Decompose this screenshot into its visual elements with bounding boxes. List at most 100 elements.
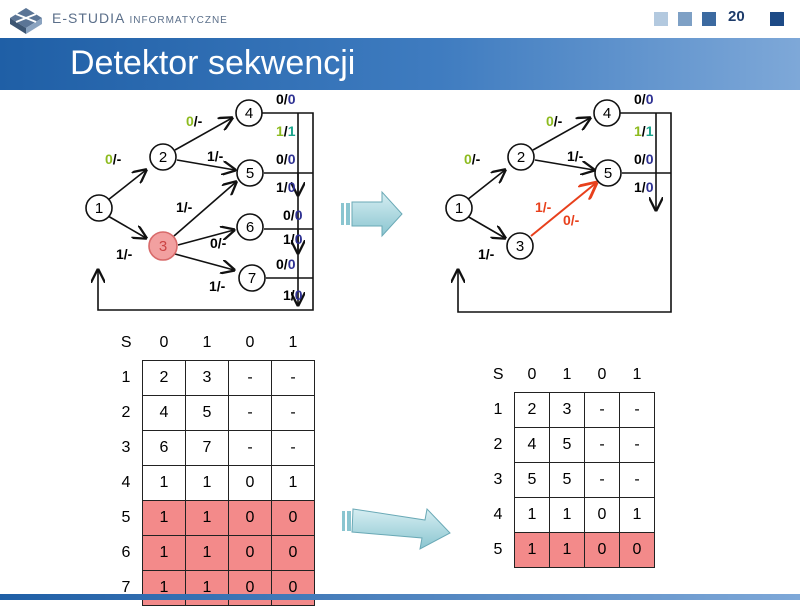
r-edge-2-4 — [532, 118, 590, 151]
r-node-3-label: 3 — [516, 238, 524, 255]
row-label: 4 — [121, 474, 131, 491]
table-cell: 4 — [514, 427, 550, 463]
transform-arrow-bottom-icon — [342, 507, 451, 550]
row-label: 7 — [121, 579, 131, 596]
table-cell: 1 — [619, 497, 655, 533]
label-out-6a: 0/0 — [283, 207, 303, 223]
node-6 — [236, 213, 264, 241]
table-row: 3 6 7 - - — [110, 430, 315, 466]
r-label-3-5-a: 1/- — [535, 199, 552, 215]
r-label-1-3: 1/- — [478, 246, 495, 262]
table-row-highlighted: 6 1 1 0 0 — [110, 535, 315, 571]
table-cell: 0 — [228, 500, 272, 536]
node-2 — [149, 143, 177, 171]
r-edge-3-5-new — [530, 183, 596, 237]
table-cell: - — [584, 462, 620, 498]
label-out-7b: 1/0 — [283, 287, 303, 303]
row-label: 3 — [493, 471, 503, 488]
table-row: 4 1 1 0 1 — [482, 497, 655, 533]
table-header-row: S 0 1 0 1 — [110, 326, 315, 361]
label-3-7: 1/- — [209, 278, 226, 294]
table-cell: - — [619, 392, 655, 428]
page-number: 20 — [728, 8, 745, 25]
table-cell: - — [228, 395, 272, 431]
label-out-7a: 0/0 — [276, 256, 296, 272]
r-edge-1-3 — [466, 215, 505, 238]
edge-1-3 — [107, 215, 146, 238]
title-bar — [0, 38, 800, 90]
table-cell: 4 — [142, 395, 186, 431]
header-cell: 1 — [562, 366, 572, 383]
table-cell: 2 — [514, 392, 550, 428]
table-cell: 1 — [142, 535, 186, 571]
node-7 — [238, 264, 266, 292]
header-cell: 1 — [288, 334, 298, 351]
node-4-label: 4 — [245, 105, 253, 122]
table-cell: 0 — [271, 535, 315, 571]
table-cell: - — [619, 462, 655, 498]
table-cell: 0 — [228, 465, 272, 501]
table-cell: 1 — [514, 497, 550, 533]
label-3-6: 0/- — [210, 235, 227, 251]
label-3-5: 1/- — [176, 199, 193, 215]
label-out-4b: 1/1 — [276, 123, 296, 139]
row-label: 5 — [121, 509, 131, 526]
table-header-row: S 0 1 0 1 — [482, 358, 655, 393]
r-label-out-5b: 1/0 — [634, 179, 654, 195]
node-1 — [85, 194, 113, 222]
edge-3-6 — [177, 230, 234, 246]
table-row: 3 5 5 - - — [482, 462, 655, 498]
node-1-label: 1 — [95, 200, 103, 217]
row-label: 3 — [121, 439, 131, 456]
header-cell: 0 — [597, 366, 607, 383]
table-row: 2 4 5 - - — [482, 427, 655, 463]
square-1 — [654, 12, 668, 26]
table-cell: 1 — [549, 532, 585, 568]
edge-2-4 — [174, 118, 232, 151]
node-4 — [235, 99, 263, 127]
r-node-4-label: 4 — [603, 105, 611, 122]
table-cell: - — [584, 427, 620, 463]
table-cell: 5 — [185, 395, 229, 431]
r-edge-1-2 — [466, 170, 505, 201]
transform-arrow-top-icon — [341, 190, 403, 238]
r-label-2-5: 1/- — [567, 148, 584, 164]
edge-3-5 — [173, 182, 236, 237]
square-4 — [770, 12, 784, 26]
edge-1-2 — [107, 170, 146, 201]
label-out-6b: 1/0 — [283, 231, 303, 247]
r-label-out-4b: 1/1 — [634, 123, 654, 139]
table-cell: 1 — [549, 497, 585, 533]
table-cell: 0 — [271, 570, 315, 606]
header-cell: 0 — [159, 334, 169, 351]
label-1-3: 1/- — [116, 246, 133, 262]
table-cell: 1 — [185, 570, 229, 606]
table-cell: - — [228, 360, 272, 396]
left-diagram-labels: 0/- 1/- 0/- 1/- 1/- 0/- 1/- 0/0 1/1 0/0 … — [105, 91, 303, 303]
left-diagram — [98, 112, 314, 311]
label-2-4: 0/- — [186, 113, 203, 129]
row-label: 5 — [493, 541, 503, 558]
top-header: E-STUDIA INFORMATYCZNE 20 — [0, 0, 800, 38]
row-label: 6 — [121, 544, 131, 561]
square-2 — [678, 12, 692, 26]
table-cell: 1 — [185, 465, 229, 501]
table-row: 1 2 3 - - — [110, 360, 315, 396]
row-label: 2 — [121, 404, 131, 421]
row-label: 2 — [493, 436, 503, 453]
table-cell: - — [271, 360, 315, 396]
table-cell: 1 — [185, 500, 229, 536]
table-cell: 1 — [142, 500, 186, 536]
table-cell: 2 — [142, 360, 186, 396]
header-cell: 1 — [202, 334, 212, 351]
edge-3-7 — [174, 253, 234, 270]
table-cell: 0 — [619, 532, 655, 568]
table-cell: 0 — [584, 497, 620, 533]
e-studia-logo-icon — [10, 8, 42, 34]
left-diagram-nodes: 1 2 3 4 5 6 7 — [85, 99, 266, 292]
table-cell: - — [584, 392, 620, 428]
return-loop — [98, 112, 314, 311]
node-3-highlighted — [148, 231, 178, 261]
row-label: 1 — [121, 369, 131, 386]
